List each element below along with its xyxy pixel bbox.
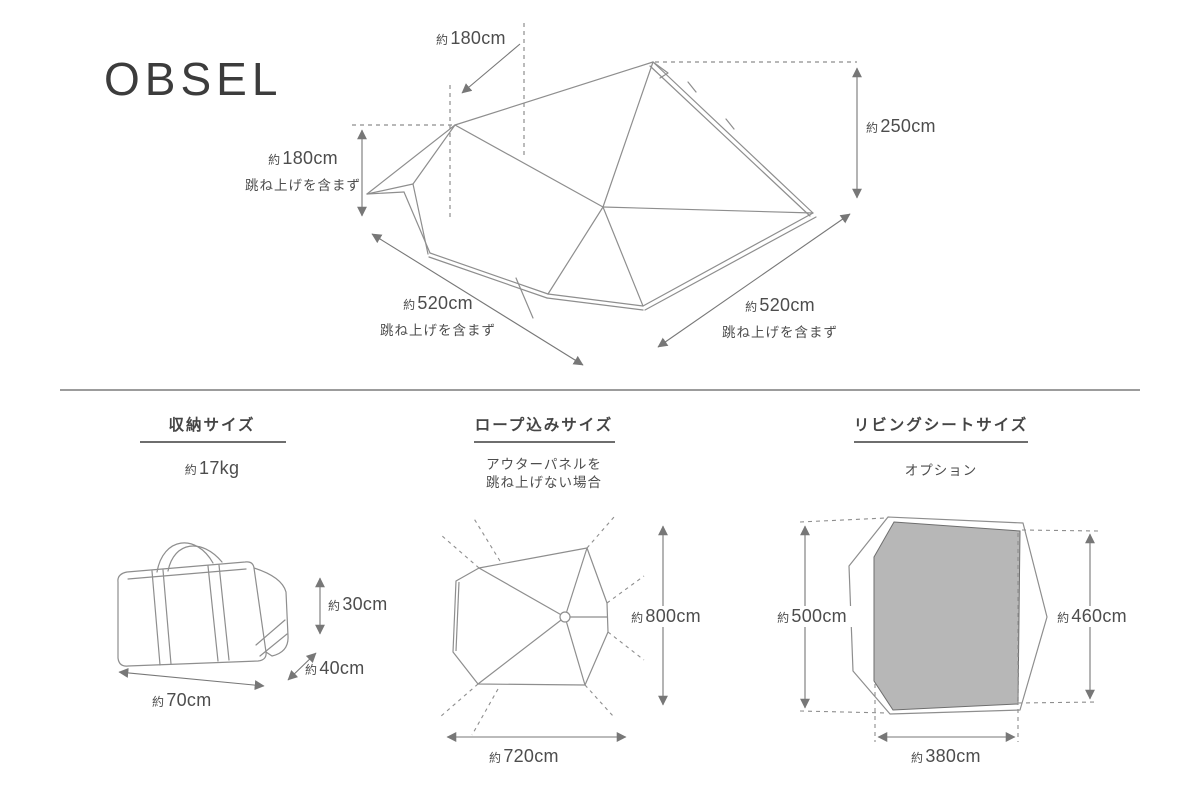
- rope-note-line2: 跳ね上げない場合: [486, 475, 602, 490]
- living-sheet-title-underline: [854, 441, 1028, 443]
- living-sheet-illustration: [770, 505, 1110, 775]
- storage-title-underline: [140, 441, 286, 443]
- rope-dimension-arrows: [446, 525, 668, 742]
- living-sheet-area: [874, 522, 1020, 710]
- section-divider: [60, 389, 1140, 391]
- rope-note-line1: アウターパネルを: [486, 457, 602, 472]
- storage-bag-illustration: [100, 530, 325, 691]
- footprint-hub: [560, 612, 570, 622]
- footprint-outline: [453, 548, 608, 685]
- duffel-bag-outline: [118, 543, 288, 666]
- sheet-footprint-outline: [849, 517, 1047, 714]
- storage-dimension-arrows: [118, 577, 325, 691]
- footprint-illustration: [430, 505, 668, 742]
- tent-outline: [367, 62, 816, 318]
- tent-dimension-arrows: [357, 44, 862, 365]
- storage-title: 収納サイズ: [168, 417, 256, 434]
- rope-title: ロープ込みサイズ: [474, 417, 614, 434]
- living-sheet-note: オプション: [904, 463, 978, 478]
- tent-dashed-guides: [352, 23, 857, 218]
- tent-illustration: [280, 10, 862, 380]
- sheet-dashed-guides: [800, 518, 1098, 742]
- awning-pole-right: [516, 278, 533, 318]
- brand-logo: OBSEL: [104, 53, 283, 105]
- guy-rope-dashes: [440, 517, 644, 735]
- living-sheet-title: リビングシートサイズ: [853, 417, 1029, 434]
- rope-title-underline: [474, 441, 615, 443]
